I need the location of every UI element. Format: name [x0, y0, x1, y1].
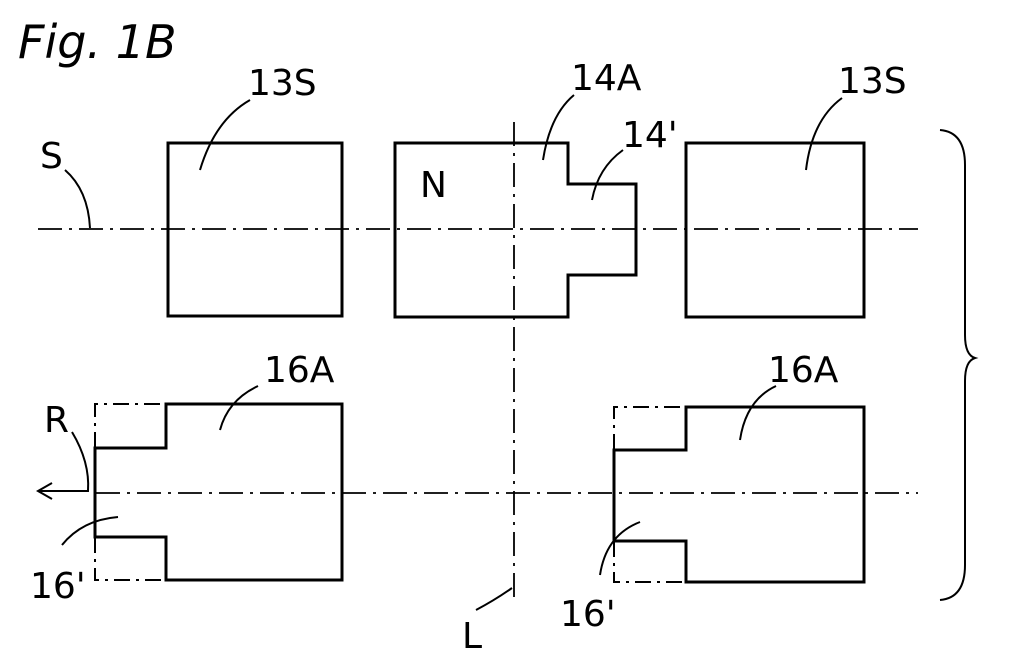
- leader-16a-right: [740, 386, 776, 440]
- label-16-prime-right: 16': [560, 594, 616, 635]
- label-l: L: [462, 616, 482, 657]
- leader-13s-right: [806, 98, 842, 170]
- label-14a: 14A: [571, 58, 642, 99]
- magnet-13s-right: [686, 143, 864, 317]
- label-14-prime: 14': [622, 115, 678, 156]
- leader-16-prime-left: [62, 517, 118, 545]
- label-n: N: [420, 165, 447, 206]
- right-brace: [940, 130, 975, 600]
- label-13s-right: 13S: [838, 61, 907, 102]
- leader-13s-left: [200, 100, 250, 170]
- magnet-16a-right-dashed-outline: [614, 407, 686, 582]
- figure-title: Fig. 1B: [18, 15, 177, 69]
- label-r: R: [44, 400, 69, 441]
- magnet-16a-right-body: [614, 407, 864, 582]
- label-16a-left: 16A: [264, 350, 335, 391]
- magnet-16a-left-body: [95, 404, 342, 580]
- leader-s: [65, 170, 90, 228]
- leader-16-prime-right: [600, 522, 640, 575]
- magnet-16a-left-dashed-outline: [95, 404, 166, 580]
- label-16a-right: 16A: [768, 350, 839, 391]
- leader-16a-left: [220, 386, 258, 430]
- label-13s-left: 13S: [248, 63, 317, 104]
- label-s: S: [40, 136, 63, 177]
- label-16-prime-left: 16': [30, 566, 86, 607]
- leader-l: [476, 588, 512, 610]
- leader-14-prime: [592, 150, 623, 200]
